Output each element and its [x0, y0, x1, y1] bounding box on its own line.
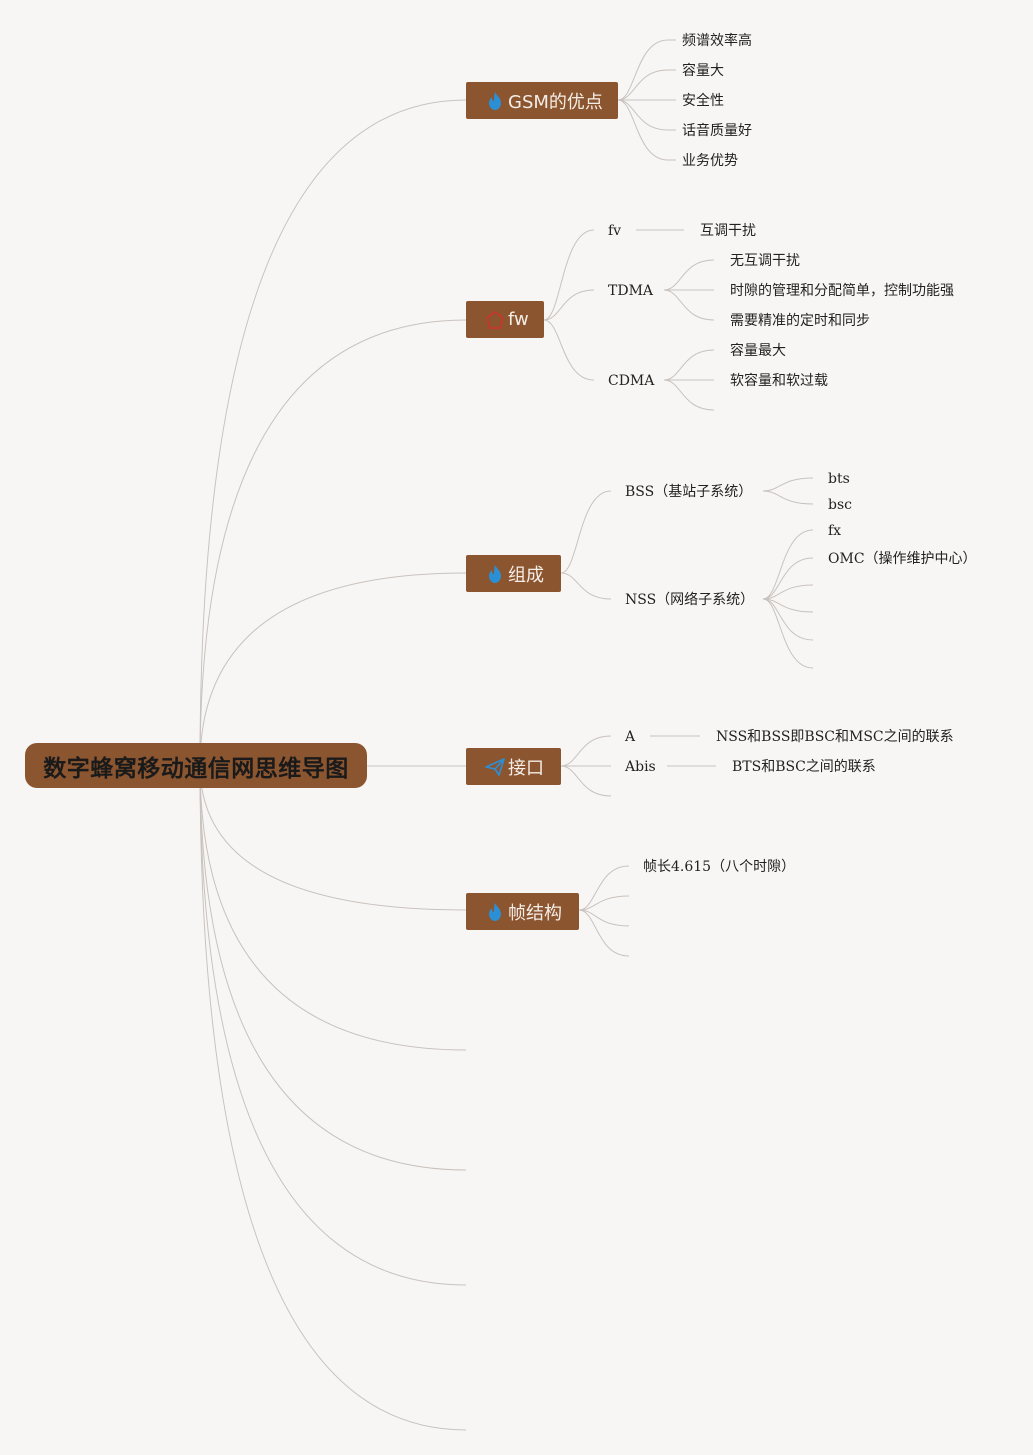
bss-connector [762, 477, 814, 492]
flame-icon [484, 563, 506, 585]
frame-connector [578, 909, 630, 927]
fw-cdma-node[interactable]: CDMA [608, 373, 655, 389]
paper-plane-icon [484, 756, 506, 778]
fw-connector [543, 319, 595, 381]
branch-fw[interactable]: fw [466, 301, 544, 338]
nss-connector [762, 598, 814, 641]
root-connector [199, 764, 467, 1171]
branch-gsm-advantages[interactable]: GSM的优点 [466, 82, 618, 119]
bss-node[interactable]: BSS（基站子系统） [625, 484, 753, 500]
frame-connector [578, 865, 630, 911]
branch-label: fw [508, 309, 529, 330]
fw-tdma-node[interactable]: TDMA [608, 283, 654, 299]
tdma-item[interactable]: 需要精准的定时和同步 [730, 313, 870, 329]
branch-composition[interactable]: 组成 [466, 555, 561, 592]
nss-connector [762, 598, 814, 613]
nss-connector [762, 557, 814, 600]
cdma-connector [663, 379, 715, 411]
bss-item[interactable]: bts [828, 471, 850, 487]
gsm-connector [617, 69, 669, 101]
pentagon-icon [484, 309, 506, 331]
gsm-advantage-item[interactable]: 安全性 [682, 93, 724, 109]
root-connector [199, 319, 467, 766]
nss-connector [762, 529, 814, 600]
branch-frame-structure[interactable]: 帧结构 [466, 893, 579, 930]
root-connector [199, 764, 467, 1286]
interface-connector [560, 765, 612, 797]
composition-connector [560, 572, 612, 600]
bss-item[interactable]: bsc [828, 497, 852, 513]
frame-connector [578, 895, 630, 911]
nss-connector [762, 584, 814, 600]
branch-label: 接口 [508, 757, 544, 779]
nss-node[interactable]: NSS（网络子系统） [625, 592, 755, 608]
interface-node[interactable]: Abis [625, 759, 656, 775]
root-connector [199, 764, 467, 1431]
branch-label: GSM的优点 [508, 91, 603, 113]
interface-detail[interactable]: NSS和BSS即BSC和MSC之间的联系 [716, 729, 954, 745]
nss-item[interactable]: fx [828, 523, 842, 539]
branch-interfaces[interactable]: 接口 [466, 748, 561, 785]
branch-label: 组成 [508, 564, 544, 586]
tdma-item[interactable]: 无互调干扰 [730, 253, 800, 269]
fw-fv-node[interactable]: fv [608, 223, 622, 239]
interface-connector [560, 735, 612, 767]
gsm-advantage-item[interactable]: 业务优势 [682, 153, 738, 169]
cdma-item[interactable]: 软容量和软过载 [730, 373, 828, 389]
bss-connector [762, 490, 814, 505]
frame-connector [578, 909, 630, 957]
root-connector [199, 764, 467, 1051]
gsm-advantage-item[interactable]: 频谱效率高 [682, 33, 752, 49]
fw-fv-detail[interactable]: 互调干扰 [700, 223, 756, 239]
root-title: 数字蜂窝移动通信网思维导图 [43, 755, 349, 782]
gsm-advantage-item[interactable]: 话音质量好 [682, 123, 752, 139]
gsm-connector [617, 99, 669, 161]
tdma-item[interactable]: 时隙的管理和分配简单，控制功能强 [730, 283, 954, 299]
interface-detail[interactable]: BTS和BSC之间的联系 [732, 759, 876, 775]
root-node[interactable]: 数字蜂窝移动通信网思维导图 [25, 743, 367, 788]
fw-connector [543, 229, 595, 321]
tdma-connector [663, 289, 715, 321]
nss-item[interactable]: OMC（操作维护中心） [828, 551, 977, 567]
cdma-connector [663, 349, 715, 381]
nss-connector [762, 598, 814, 669]
composition-connector [560, 490, 612, 574]
gsm-connector [617, 39, 669, 101]
root-connector [199, 99, 467, 766]
flame-icon [484, 901, 506, 923]
root-connector [199, 572, 467, 766]
fw-connector [543, 289, 595, 321]
interface-node[interactable]: A [625, 729, 636, 745]
gsm-advantage-item[interactable]: 容量大 [682, 63, 724, 79]
frame-item[interactable]: 帧长4.615（八个时隙） [643, 859, 796, 875]
branch-label: 帧结构 [508, 902, 562, 924]
tdma-connector [663, 259, 715, 291]
cdma-item[interactable]: 容量最大 [730, 343, 786, 359]
root-connector [199, 764, 467, 911]
flame-icon [484, 90, 506, 112]
